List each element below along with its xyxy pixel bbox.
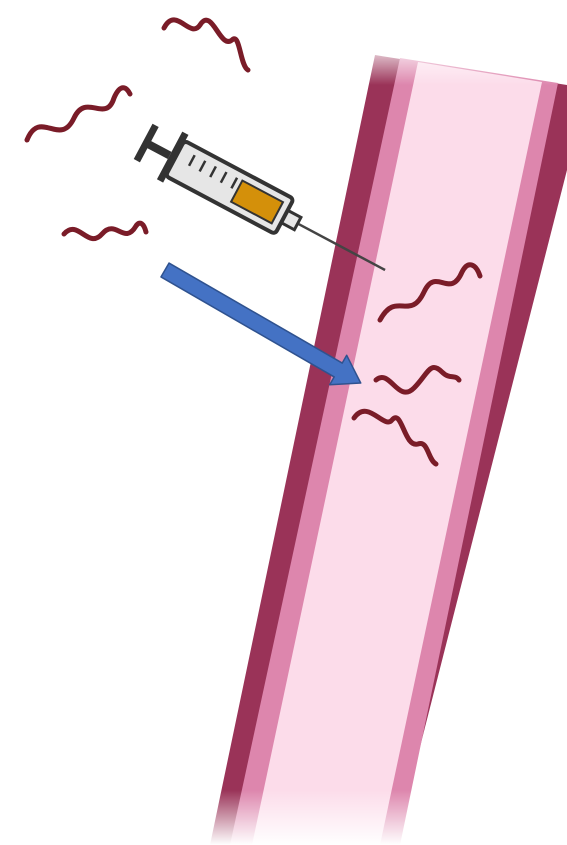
spirochete-icon	[164, 20, 248, 70]
syringe-barrel	[166, 141, 294, 235]
vessel-fade-top	[330, 40, 567, 85]
blood-vessel	[190, 40, 567, 845]
syringe-plunger-thumb	[134, 124, 159, 163]
spirochete-icon	[64, 223, 146, 239]
vessel-fade-bottom	[190, 790, 450, 845]
syringe-plunger-rod	[147, 141, 172, 159]
spirochete-icon	[27, 88, 130, 140]
